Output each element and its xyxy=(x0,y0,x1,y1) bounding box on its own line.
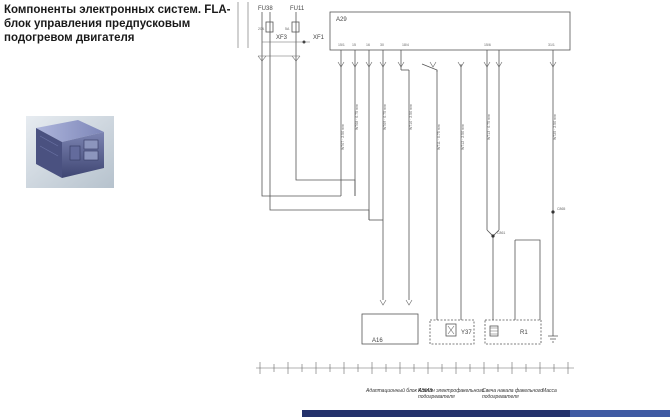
module-r1 xyxy=(484,319,542,345)
fuse-fu11-label: FU11 xyxy=(290,6,305,12)
junction-c865: C865 xyxy=(557,207,565,211)
fuse-fu11-rating: 5A xyxy=(285,27,290,31)
wire-mark-6: W712 · 2.50 mm xyxy=(461,124,465,150)
grid-ruler xyxy=(259,362,569,374)
wire-mark-2: W708 · 0.75 mm xyxy=(355,104,359,130)
a29-pin-6: 15/6 xyxy=(484,43,491,47)
wire-mark-3: W709 · 0.75 mm xyxy=(383,104,387,130)
valve-coil xyxy=(445,323,457,337)
fuse-fu38-rating: 20A xyxy=(258,27,265,31)
a29-pin-2: 15 xyxy=(352,43,356,47)
module-a29-label: A29 xyxy=(336,17,347,23)
wire-mark-8: W725 · 2.50 mm xyxy=(553,114,557,140)
a29-pin-1: 15/1 xyxy=(338,43,345,47)
fuse-fu11 xyxy=(291,21,300,33)
footer-bar-accent xyxy=(570,410,670,417)
wire-mark-4: W710 · 2.50 mm xyxy=(409,104,413,130)
module-a16 xyxy=(361,313,419,345)
a29-pin-4: 30 xyxy=(380,43,384,47)
a29-pin-5: 18/4 xyxy=(402,43,409,47)
caption-a16-line: Адаптационный блок АЭМЭ xyxy=(365,387,433,394)
slide-title: Компоненты электронных систем. FLA-блок … xyxy=(4,4,231,44)
module-a16-label: A16 xyxy=(372,338,383,344)
ground-symbol xyxy=(548,320,558,343)
connector-xf3-label: XF3 xyxy=(276,35,288,41)
caption-ground: Масса xyxy=(542,388,557,394)
wire-mark-5: W711 · 0.75 mm xyxy=(437,124,441,150)
fuse-fu38 xyxy=(265,21,274,33)
junction-c861: C861 xyxy=(497,231,505,235)
footer-bar xyxy=(302,410,670,417)
wire-mark-7: W713 · 0.75 mm xyxy=(487,114,491,140)
a29-pin-7: 31/1 xyxy=(548,43,555,47)
control-unit-photo xyxy=(26,116,114,188)
caption-r1-line: подогревателя xyxy=(482,394,519,400)
connector-xf1-label: XF1 xyxy=(313,35,325,41)
caption-ground-line: Масса xyxy=(542,388,557,394)
wire-mark-1: W707 · 2.50 mm xyxy=(341,124,345,150)
caption-y37-line: Клапан электрофакельного xyxy=(418,388,485,394)
module-r1-label: R1 xyxy=(520,330,528,336)
caption-a16: Адаптационный блок АЭМЭ xyxy=(365,387,433,394)
fuse-fu38-label: FU38 xyxy=(258,6,273,12)
caption-y37-line: подогревателя xyxy=(418,394,455,400)
module-y37-label: Y37 xyxy=(461,330,472,336)
module-y37 xyxy=(429,319,475,345)
module-a29 xyxy=(329,11,571,51)
a29-pin-3: 16 xyxy=(366,43,370,47)
caption-r1-line: Свеча накала факельного xyxy=(482,388,543,394)
